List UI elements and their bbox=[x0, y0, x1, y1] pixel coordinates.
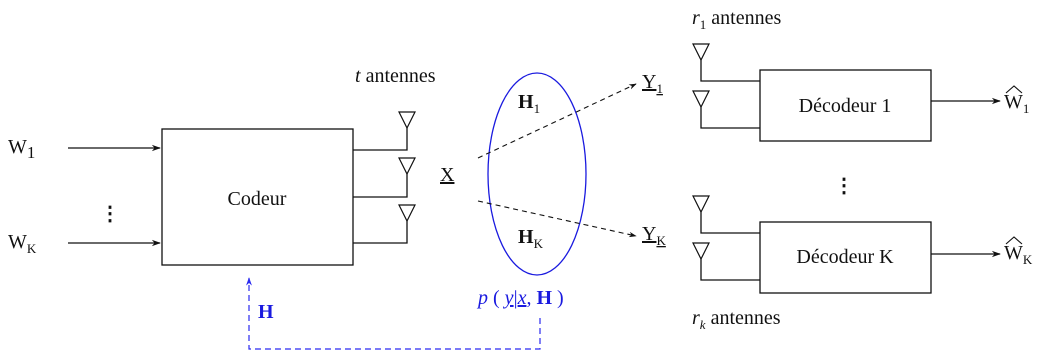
rxk-antenna-2 bbox=[692, 242, 710, 261]
rx1-antenna-2 bbox=[692, 90, 710, 109]
estimate-w1-label: W1 bbox=[1004, 91, 1029, 116]
input-w1-label: W1 bbox=[8, 136, 35, 162]
channel-ellipse bbox=[487, 72, 587, 276]
input-dots: ⋮ bbox=[100, 203, 120, 225]
rxk-antennas-label: rk antennes bbox=[692, 307, 781, 332]
tx-antenna-3 bbox=[398, 204, 416, 223]
path-to-y1 bbox=[477, 83, 637, 159]
decoder-dots: ⋮ bbox=[834, 175, 854, 197]
tx-signal-x: X bbox=[440, 164, 455, 186]
feedback-h-label: H bbox=[258, 301, 274, 323]
coder-box bbox=[161, 128, 354, 266]
estimate-wk-hat bbox=[1005, 236, 1023, 245]
channel-h1-label: H1 bbox=[518, 91, 540, 116]
rx-yk-label: YK bbox=[642, 223, 666, 248]
rx1-antenna-1 bbox=[692, 43, 710, 62]
rx1-line-1 bbox=[700, 60, 760, 82]
estimate-wk-label: WK bbox=[1004, 242, 1033, 267]
coder-label: Codeur bbox=[228, 188, 287, 210]
decoder-k-box bbox=[759, 221, 932, 294]
rx-y1-label: Y1 bbox=[642, 71, 663, 96]
path-to-yk bbox=[477, 200, 637, 238]
decoder-1-box bbox=[759, 69, 932, 142]
decoder-1-label: Décodeur 1 bbox=[799, 95, 892, 117]
rx1-antennas-label: r1 antennes bbox=[692, 7, 781, 32]
estimate-w1-hat bbox=[1005, 85, 1023, 94]
rxk-line-2 bbox=[700, 259, 760, 281]
tx-antennas-label: t antennes bbox=[355, 65, 436, 87]
channel-hk-label: HK bbox=[518, 226, 544, 251]
channel-probability-label: p ( y|x, H ) bbox=[476, 287, 564, 309]
decoder-k-label: Décodeur K bbox=[796, 246, 894, 268]
tx-line-2 bbox=[353, 174, 408, 198]
tx-antenna-1 bbox=[398, 111, 416, 130]
rx1-line-2 bbox=[700, 107, 760, 129]
tx-antenna-2 bbox=[398, 157, 416, 176]
rxk-antenna-1 bbox=[692, 195, 710, 214]
input-wk-label: WK bbox=[8, 231, 37, 256]
tx-line-1 bbox=[353, 128, 408, 151]
rxk-line-1 bbox=[700, 212, 760, 234]
feedback-csi-line bbox=[246, 277, 541, 350]
tx-line-3 bbox=[353, 221, 408, 244]
